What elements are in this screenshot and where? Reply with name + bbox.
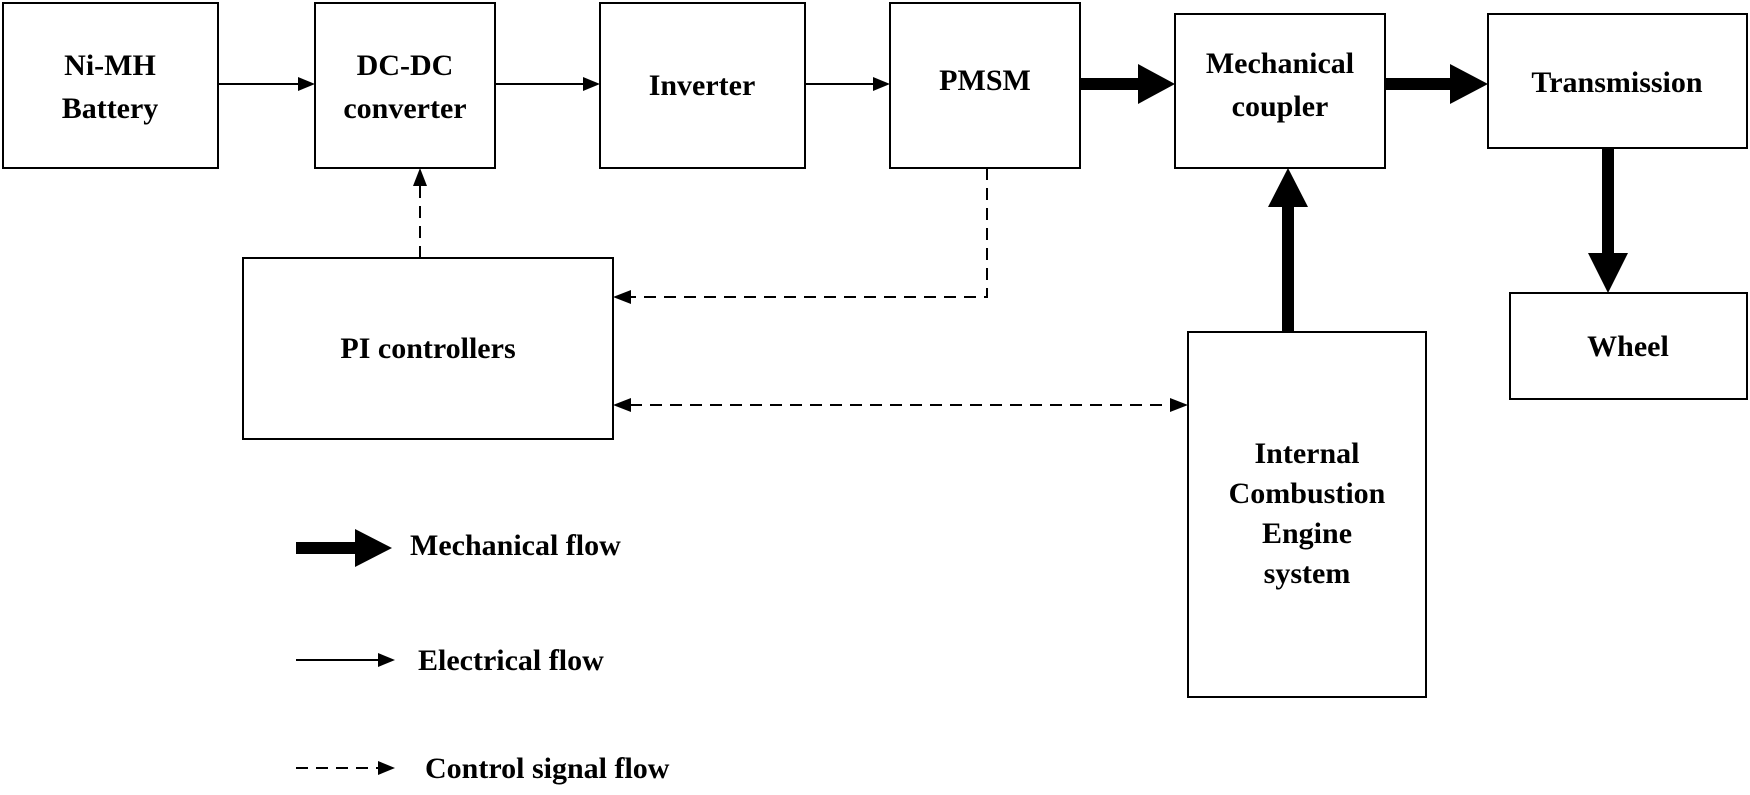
electrical-arrow-dcdc-to-inverter	[495, 77, 600, 91]
block-pmsm-label: PMSM	[939, 64, 1031, 97]
block-transmission: Transmission	[1487, 13, 1748, 149]
electrical-arrow-inverter-to-pmsm	[805, 77, 890, 91]
block-ice-line2: Combustion	[1229, 477, 1386, 510]
control-arrow-pi-to-dcdc	[413, 168, 427, 258]
mechanical-arrow-coupler-to-transmission	[1385, 64, 1488, 104]
block-pi-controllers: PI controllers	[242, 257, 614, 440]
block-dcdc-line2: converter	[343, 92, 466, 125]
mechanical-arrow-pmsm-to-coupler	[1080, 64, 1175, 104]
block-wheel-label: Wheel	[1587, 330, 1669, 363]
control-arrow-pmsm-to-pi	[613, 168, 988, 304]
block-battery-line2: Battery	[62, 92, 159, 125]
block-battery-line1: Ni-MH	[64, 49, 156, 82]
legend-mechanical-flow: Mechanical flow	[296, 529, 621, 567]
block-ice-system: Internal Combustion Engine system	[1187, 331, 1427, 698]
block-wheel: Wheel	[1509, 292, 1748, 400]
block-inverter-label: Inverter	[649, 69, 756, 102]
electrical-arrow-battery-to-dcdc	[218, 77, 315, 91]
control-arrow-pi-ice-bidirectional	[613, 398, 1188, 412]
mechanical-arrow-transmission-to-wheel	[1588, 148, 1628, 293]
block-ice-line1: Internal	[1255, 437, 1360, 470]
legend-mechanical-label: Mechanical flow	[410, 529, 621, 562]
legend-electrical-label: Electrical flow	[418, 644, 604, 677]
block-coupler-line2: coupler	[1232, 90, 1329, 123]
block-dcdc-converter: DC-DC converter	[314, 2, 496, 169]
block-dcdc-line1: DC-DC	[357, 49, 454, 82]
block-transmission-label: Transmission	[1531, 66, 1702, 99]
legend-electrical-flow: Electrical flow	[296, 644, 604, 677]
block-coupler-line1: Mechanical	[1206, 47, 1354, 80]
block-inverter: Inverter	[599, 2, 806, 169]
legend-control-label: Control signal flow	[425, 752, 670, 785]
block-pmsm: PMSM	[889, 2, 1081, 169]
legend: Mechanical flow Electrical flow Control …	[296, 529, 670, 785]
mechanical-arrow-ice-to-coupler	[1268, 168, 1308, 332]
block-battery: Ni-MH Battery	[2, 2, 219, 169]
block-mechanical-coupler: Mechanical coupler	[1174, 13, 1386, 169]
block-pi-label: PI controllers	[340, 332, 515, 365]
block-ice-line3: Engine	[1262, 517, 1352, 550]
block-ice-line4: system	[1264, 557, 1351, 590]
legend-control-signal-flow: Control signal flow	[296, 752, 670, 785]
